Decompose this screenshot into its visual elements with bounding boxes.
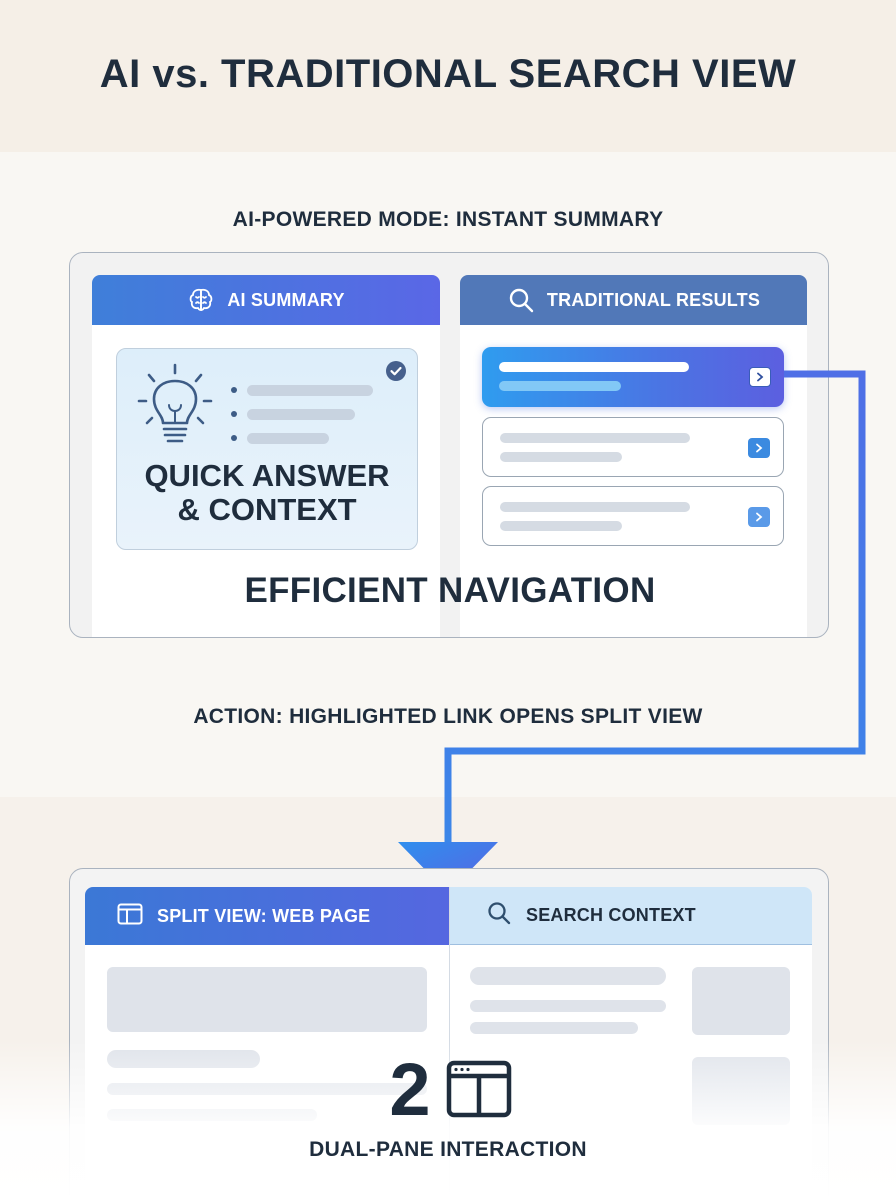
context-thumbnail-placeholder xyxy=(692,967,790,1035)
quick-answer-line1: QUICK ANSWER xyxy=(144,458,390,493)
open-result-button[interactable] xyxy=(748,438,770,458)
context-line-placeholder xyxy=(470,967,666,985)
page-title: AI vs. TRADITIONAL SEARCH VIEW xyxy=(99,52,797,96)
result-title-placeholder xyxy=(499,362,689,372)
check-circle-icon xyxy=(385,360,407,382)
result-title-placeholder xyxy=(500,433,690,443)
comparison-frame: AI SUMMARY xyxy=(69,252,829,638)
quick-answer-text: QUICK ANSWER & CONTEXT xyxy=(117,459,417,527)
window-split-icon xyxy=(117,903,143,930)
context-line-placeholder xyxy=(470,1000,666,1012)
traditional-results-header[interactable]: TRADITIONAL RESULTS xyxy=(460,275,807,325)
ai-summary-header[interactable]: AI SUMMARY xyxy=(92,275,440,325)
traditional-results-title: TRADITIONAL RESULTS xyxy=(546,289,761,310)
search-context-title: SEARCH CONTEXT xyxy=(526,905,696,925)
search-result-highlighted[interactable] xyxy=(482,347,784,407)
lightbulb-icon xyxy=(135,361,215,451)
result-snippet-placeholder xyxy=(500,452,622,462)
dual-pane-window-icon xyxy=(446,1060,512,1118)
dual-pane-caption: DUAL-PANE INTERACTION xyxy=(309,1138,587,1161)
split-view-web-page-header[interactable]: SPLIT VIEW: WEB PAGE xyxy=(85,887,449,945)
search-icon xyxy=(507,286,535,314)
result-snippet-placeholder xyxy=(500,521,622,531)
quick-answer-card[interactable]: QUICK ANSWER & CONTEXT xyxy=(116,348,418,550)
web-page-hero-placeholder xyxy=(107,967,427,1032)
search-result[interactable] xyxy=(482,417,784,477)
ai-summary-panel: AI SUMMARY xyxy=(92,275,440,637)
pane-count-number: 2 xyxy=(389,1048,431,1131)
open-result-button[interactable] xyxy=(748,507,770,527)
result-snippet-placeholder xyxy=(499,381,621,391)
ai-summary-title: AI SUMMARY xyxy=(227,289,345,310)
split-view-web-page-title: SPLIT VIEW: WEB PAGE xyxy=(157,905,371,926)
chevron-right-icon xyxy=(757,372,764,382)
section-label-action: ACTION: HIGHLIGHTED LINK OPENS SPLIT VIE… xyxy=(193,705,703,728)
chevron-right-icon xyxy=(756,443,763,453)
result-title-placeholder xyxy=(500,502,690,512)
efficient-navigation-caption: EFFICIENT NAVIGATION xyxy=(244,571,656,610)
context-line-placeholder xyxy=(470,1022,638,1034)
search-result[interactable] xyxy=(482,486,784,546)
quick-answer-line2: & CONTEXT xyxy=(177,492,357,527)
chevron-right-icon xyxy=(756,512,763,522)
search-context-header[interactable]: SEARCH CONTEXT xyxy=(450,887,812,945)
brain-icon xyxy=(187,286,215,314)
search-icon xyxy=(486,900,512,931)
section-label-ai-mode: AI-POWERED MODE: INSTANT SUMMARY xyxy=(232,208,664,231)
open-result-button[interactable] xyxy=(749,367,771,387)
title-band xyxy=(0,0,896,152)
